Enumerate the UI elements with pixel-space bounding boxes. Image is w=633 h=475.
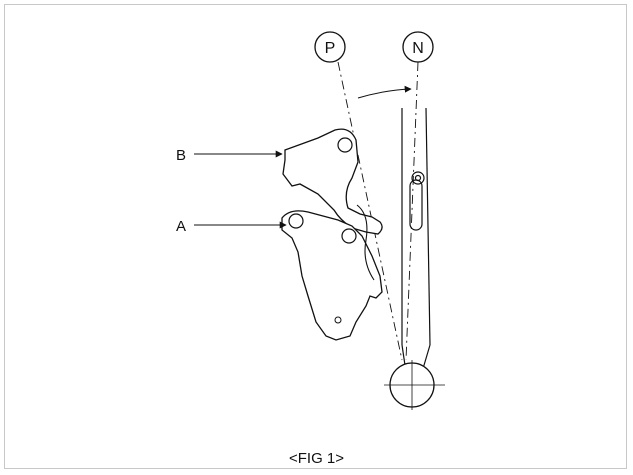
shift-lever-knob [384, 360, 445, 410]
cam-plate-a-pivot [341, 228, 357, 244]
cam-plate-a [281, 210, 383, 341]
figure-caption: <FIG 1> [288, 450, 345, 467]
position-n-label: N [412, 40, 424, 57]
p-centerline [337, 61, 403, 361]
detent-spring [356, 204, 375, 281]
n-centerline [405, 61, 419, 361]
label-a: A [176, 218, 186, 235]
rotation-arrow [357, 85, 412, 99]
cam-plate-b-hole [337, 137, 353, 153]
label-b: B [176, 147, 186, 164]
cam-plate-b [282, 128, 383, 235]
position-p-label: P [325, 40, 336, 57]
cam-plate-a-hole [288, 213, 304, 229]
position-p-marker: P [314, 31, 346, 63]
cam-plate-a-small-hole [334, 316, 342, 324]
shift-lever [401, 107, 431, 373]
position-n-marker: N [402, 31, 434, 63]
